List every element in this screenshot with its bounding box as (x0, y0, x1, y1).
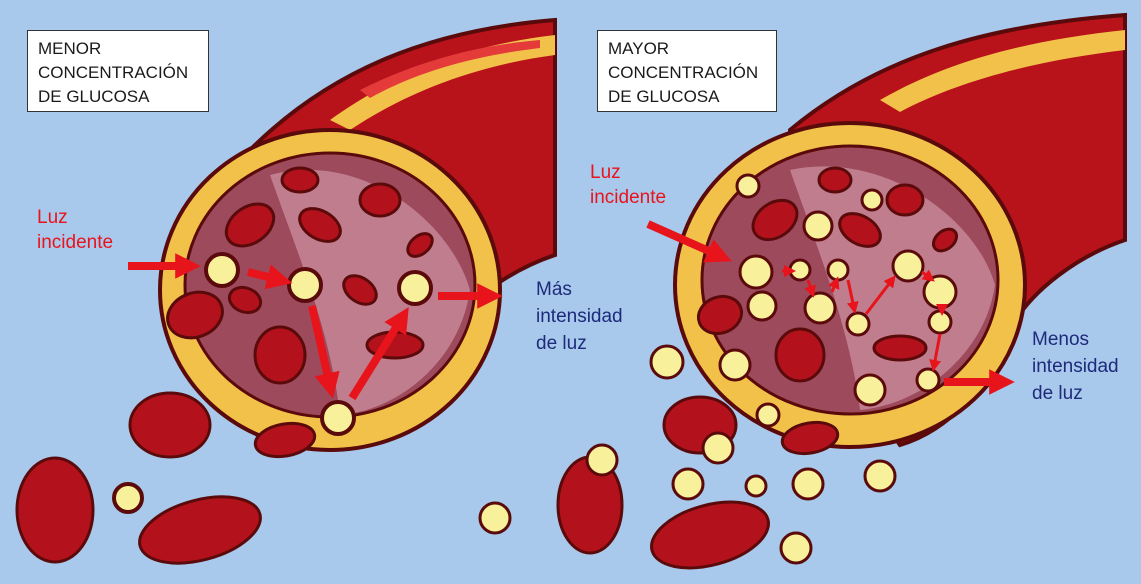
red-blood-cell-icon (874, 336, 926, 360)
red-blood-cell-icon (776, 329, 824, 381)
left-result-line-2: intensidad (536, 303, 623, 330)
red-blood-cell-icon (360, 184, 400, 216)
glucose-particle-icon (703, 433, 733, 463)
red-blood-cell-icon (282, 168, 318, 192)
red-blood-cell-icon (887, 185, 923, 215)
left-incident-label: Luz incidente (37, 205, 113, 255)
glucose-particle-icon (805, 293, 835, 323)
glucose-particle-icon (746, 476, 766, 496)
red-blood-cell-icon (255, 327, 305, 383)
glucose-particle-icon (720, 350, 750, 380)
glucose-particle-icon (740, 256, 772, 288)
left-title-line-2: CONCENTRACIÓN (38, 61, 198, 85)
glucose-particle-icon (289, 269, 321, 301)
right-title-line-3: DE GLUCOSA (608, 85, 766, 109)
glucose-particle-icon (855, 375, 885, 405)
right-result-line-1: Menos (1032, 326, 1119, 353)
left-incident-line-1: Luz (37, 205, 113, 230)
left-title-line-1: MENOR (38, 37, 198, 61)
glucose-particle-icon (114, 484, 142, 512)
right-result-label: Menos intensidad de luz (1032, 326, 1119, 407)
right-incident-label: Luz incidente (590, 160, 666, 210)
glucose-particle-icon (917, 369, 939, 391)
glucose-particle-icon (862, 190, 882, 210)
left-title-box: MENOR CONCENTRACIÓN DE GLUCOSA (27, 30, 209, 112)
red-blood-cell-icon (819, 168, 851, 192)
red-blood-cell-icon (17, 458, 93, 562)
glucose-particle-icon (748, 292, 776, 320)
left-result-line-1: Más (536, 276, 623, 303)
glucose-particle-icon (781, 533, 811, 563)
glucose-particle-icon (847, 313, 869, 335)
left-incident-line-2: incidente (37, 230, 113, 255)
glucose-particle-icon (924, 276, 956, 308)
left-result-line-3: de luz (536, 330, 623, 357)
glucose-particle-icon (865, 461, 895, 491)
glucose-particle-icon (480, 503, 510, 533)
glucose-particle-icon (651, 346, 683, 378)
right-title-box: MAYOR CONCENTRACIÓN DE GLUCOSA (597, 30, 777, 112)
glucose-particle-icon (804, 212, 832, 240)
right-incident-line-2: incidente (590, 185, 666, 210)
glucose-particle-icon (322, 402, 354, 434)
glucose-particle-icon (793, 469, 823, 499)
glucose-particle-icon (399, 272, 431, 304)
glucose-particle-icon (929, 311, 951, 333)
glucose-particle-icon (206, 254, 238, 286)
left-title-line-3: DE GLUCOSA (38, 85, 198, 109)
right-result-line-3: de luz (1032, 380, 1119, 407)
glucose-particle-icon (673, 469, 703, 499)
glucose-particle-icon (828, 260, 848, 280)
red-blood-cell-icon (644, 490, 775, 579)
right-result-line-2: intensidad (1032, 353, 1119, 380)
red-blood-cell-icon (132, 485, 267, 575)
glucose-particle-icon (893, 251, 923, 281)
right-incident-line-1: Luz (590, 160, 666, 185)
right-title-line-2: CONCENTRACIÓN (608, 61, 766, 85)
glucose-particle-icon (757, 404, 779, 426)
right-title-line-1: MAYOR (608, 37, 766, 61)
glucose-particle-icon (737, 175, 759, 197)
glucose-particle-icon (587, 445, 617, 475)
left-result-label: Más intensidad de luz (536, 276, 623, 357)
red-blood-cell-icon (130, 393, 210, 457)
glucose-particle-icon (790, 260, 810, 280)
